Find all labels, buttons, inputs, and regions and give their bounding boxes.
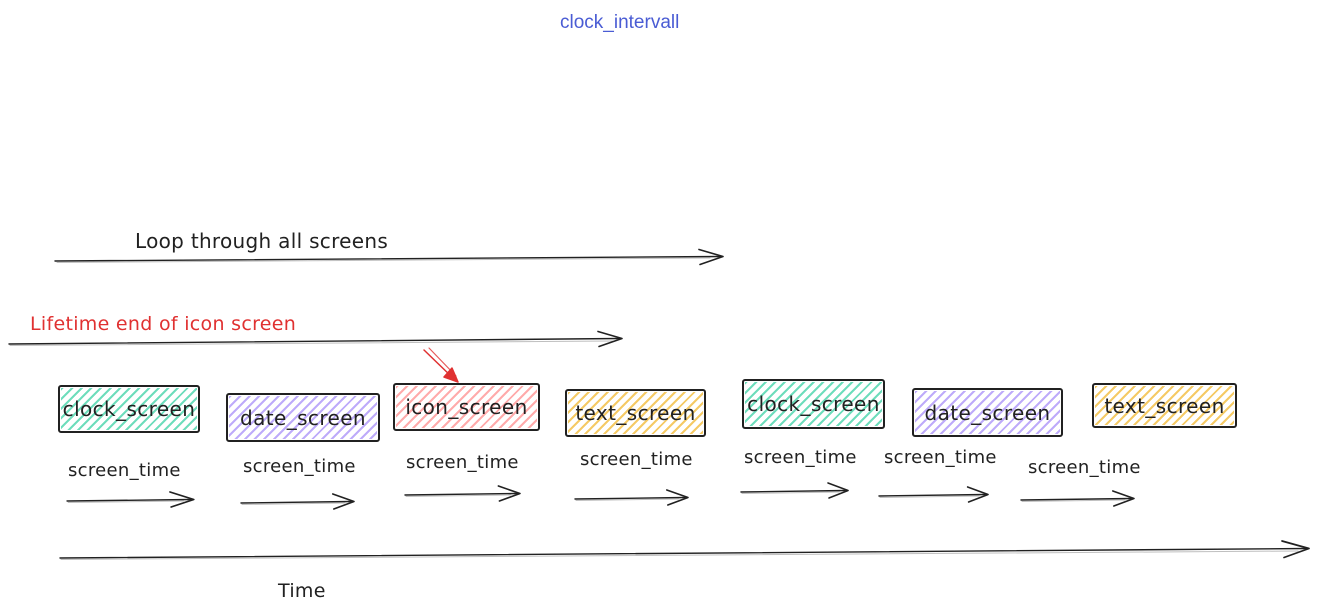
screen-box-label: text_screen [1104, 393, 1225, 418]
screen-box-label: date_screen [924, 400, 1051, 425]
screen-time-arrow [1020, 490, 1135, 507]
screen-box: date_screen [226, 393, 380, 442]
screen-time-label: screen_time [744, 447, 857, 468]
screen-time-label: screen_time [68, 460, 181, 481]
screen-time-label: screen_time [406, 452, 519, 473]
screen-time-arrow [878, 486, 989, 503]
screen-time-arrow [404, 485, 521, 502]
screen-box-label: text_screen [575, 401, 696, 425]
screen-time-label: screen_time [1028, 457, 1141, 478]
diagram-title: clock_intervall [560, 12, 680, 33]
screen-time-label: screen_time [884, 447, 997, 468]
screen-box-label: icon_screen [405, 395, 528, 419]
screen-box: clock_screen [742, 379, 885, 429]
screen-box-label: date_screen [240, 405, 366, 430]
screen-box: icon_screen [393, 383, 540, 431]
screen-box: text_screen [565, 389, 706, 437]
screen-time-label: screen_time [580, 449, 693, 470]
screen-time-arrow [574, 489, 689, 506]
time-axis-arrow [59, 540, 1310, 560]
icon-screen-pointer-arrow [423, 347, 459, 383]
loop-arrow-label: Loop through all screens [135, 229, 389, 253]
lifetime-arrow [8, 330, 623, 348]
screen-time-arrow [66, 491, 195, 508]
lifetime-arrow-label: Lifetime end of icon screen [30, 313, 297, 335]
screen-box: clock_screen [58, 385, 200, 433]
screen-time-label: screen_time [243, 456, 356, 477]
time-axis-label: Time [278, 580, 326, 602]
loop-arrow [54, 248, 724, 266]
screen-box-label: clock_screen [747, 392, 880, 416]
screen-time-arrow [740, 482, 849, 499]
screen-box: date_screen [912, 388, 1063, 437]
screen-box: text_screen [1092, 383, 1237, 428]
screen-box-label: clock_screen [62, 397, 196, 421]
screen-time-arrow [240, 493, 355, 510]
